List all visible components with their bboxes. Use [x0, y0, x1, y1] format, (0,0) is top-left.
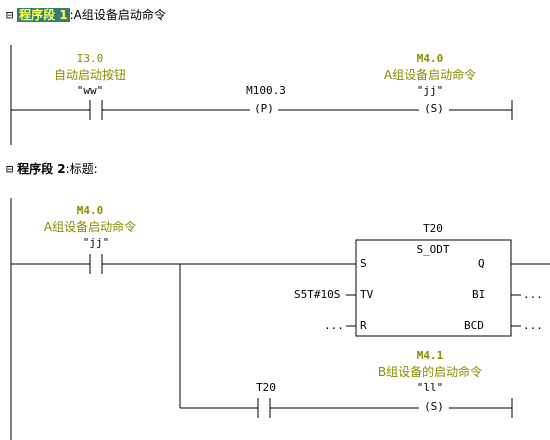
- timer-name: T20: [423, 222, 443, 235]
- coil-symbol: "jj": [416, 84, 444, 97]
- no-contact-ww[interactable]: [88, 98, 104, 122]
- no-contact-jj[interactable]: [88, 252, 104, 276]
- contact-comment: 自动启动按钮: [53, 68, 126, 82]
- coil-address: M4.1: [416, 349, 444, 362]
- coil-comment: A组设备启动命令: [383, 68, 477, 82]
- segment-2-title: :标题:: [65, 162, 98, 176]
- pcoil-address: M100.3: [246, 84, 286, 97]
- contact-symbol: "ww": [76, 84, 104, 97]
- contact-address: M4.0: [76, 204, 104, 217]
- segment-2-label: 程序段 2: [17, 162, 66, 176]
- segment-2-header[interactable]: ⊟ 程序段 2:标题:: [6, 160, 98, 177]
- set-coil[interactable]: (S): [419, 400, 449, 413]
- pin-bcd: BCD: [464, 319, 484, 332]
- segment-1-header[interactable]: ⊟ 程序段 1:A组设备启动命令: [6, 6, 166, 23]
- timer-type: S_ODT: [416, 243, 450, 256]
- pin-tv: TV: [360, 288, 374, 301]
- positive-edge-coil[interactable]: (P): [250, 102, 278, 115]
- r-value[interactable]: ...: [324, 319, 344, 332]
- pin-s: S: [360, 257, 367, 270]
- contact-address: T20: [256, 381, 276, 394]
- pin-q: Q: [478, 257, 485, 270]
- set-coil[interactable]: (S): [419, 102, 449, 115]
- pin-r: R: [360, 319, 367, 332]
- tv-value[interactable]: S5T#10S: [294, 288, 341, 301]
- contact-address: I3.0: [76, 52, 104, 65]
- collapse-toggle-icon[interactable]: ⊟: [6, 8, 14, 22]
- pin-bi: BI: [472, 288, 486, 301]
- coil-comment: B组设备的启动命令: [377, 365, 483, 379]
- contact-symbol: "jj": [82, 236, 110, 249]
- bi-value[interactable]: ...: [523, 288, 543, 301]
- no-contact-t20[interactable]: [256, 396, 272, 420]
- segment-1-label: 程序段 1: [17, 8, 70, 22]
- segment-1-title: :A组设备启动命令: [69, 8, 166, 22]
- collapse-toggle-icon[interactable]: ⊟: [6, 162, 14, 176]
- coil-address: M4.0: [416, 52, 444, 65]
- contact-comment: A组设备启动命令: [43, 220, 137, 234]
- coil-symbol: "ll": [416, 381, 444, 394]
- bcd-value[interactable]: ...: [523, 319, 543, 332]
